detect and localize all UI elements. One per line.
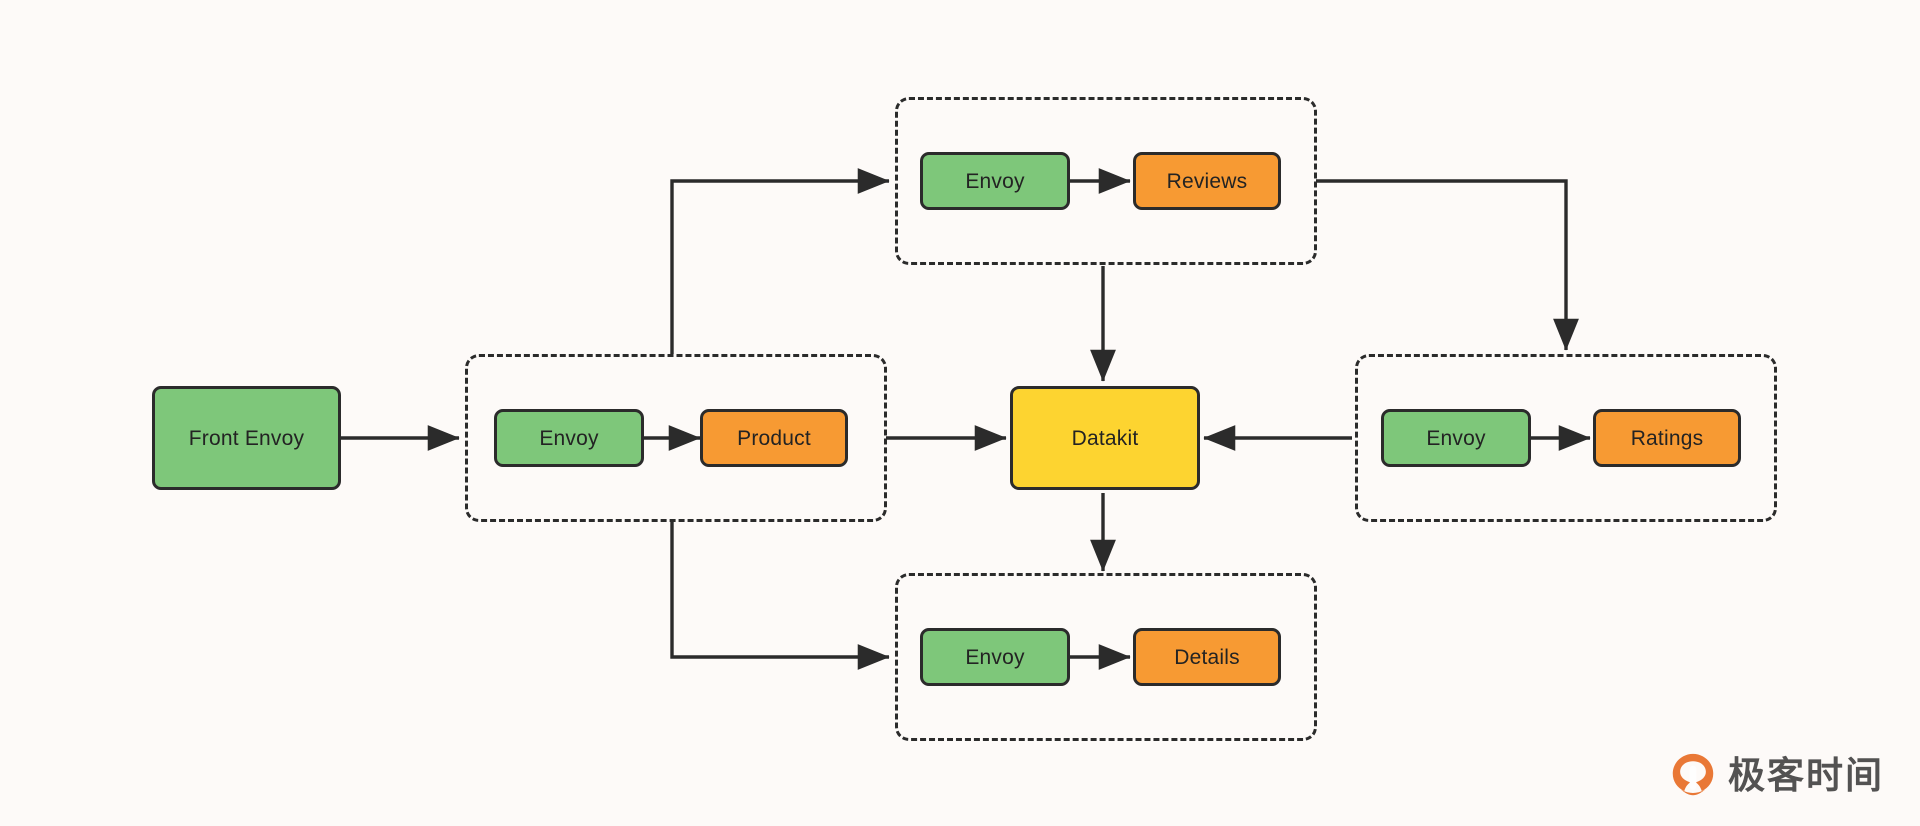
node-product-service[interactable]: Product <box>700 409 848 467</box>
node-details-envoy[interactable]: Envoy <box>920 628 1070 686</box>
reviews-group-boundary <box>895 97 1317 265</box>
details-group-boundary <box>895 573 1317 741</box>
edge-reviews-group-to-ratings-group <box>1316 179 1579 351</box>
edge-product-group-to-reviews-group <box>670 168 890 354</box>
ratings-group-boundary <box>1355 354 1777 522</box>
node-details-service[interactable]: Details <box>1133 628 1281 686</box>
product-group-boundary <box>465 354 887 522</box>
watermark: 极客时间 <box>1670 752 1884 798</box>
edge-product-group-to-details-group <box>670 521 890 670</box>
node-front-envoy[interactable]: Front Envoy <box>152 386 341 490</box>
node-reviews-service[interactable]: Reviews <box>1133 152 1281 210</box>
node-ratings-service[interactable]: Ratings <box>1593 409 1741 467</box>
node-ratings-envoy[interactable]: Envoy <box>1381 409 1531 467</box>
node-product-envoy[interactable]: Envoy <box>494 409 644 467</box>
node-reviews-envoy[interactable]: Envoy <box>920 152 1070 210</box>
watermark-text: 极客时间 <box>1728 753 1884 797</box>
geektime-logo-icon <box>1670 752 1716 798</box>
node-datakit[interactable]: Datakit <box>1010 386 1200 490</box>
